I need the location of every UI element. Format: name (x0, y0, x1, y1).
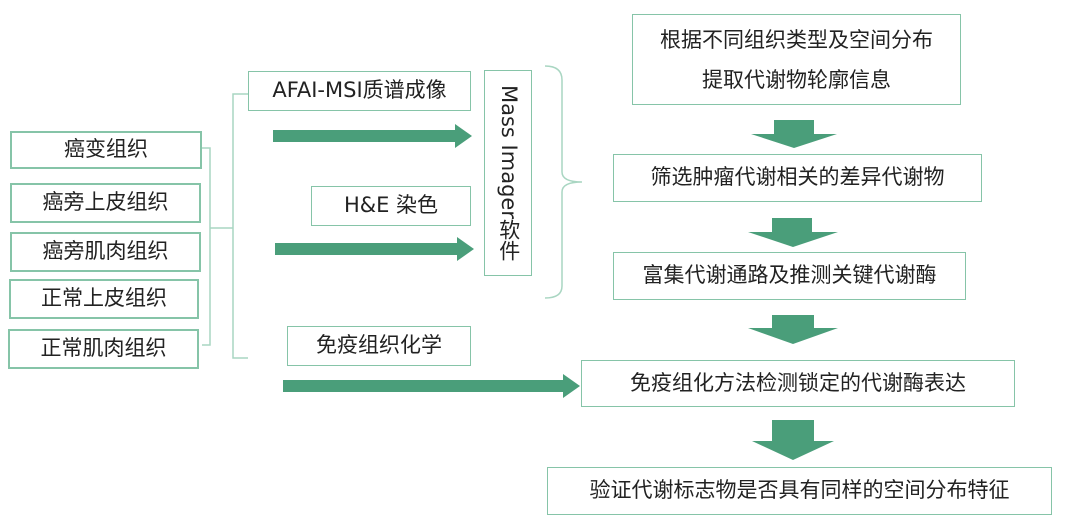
tissue-box-paracancer-muscle: 癌旁肌肉组织 (10, 232, 201, 272)
step5-label: 验证代谢标志物是否具有同样的空间分布特征 (589, 478, 1010, 503)
tissue-box-normal-epithelium: 正常上皮组织 (9, 279, 199, 319)
tissue-label: 正常上皮组织 (41, 286, 167, 311)
tissue-box-normal-muscle: 正常肌肉组织 (8, 329, 199, 369)
method-label: 免疫组织化学 (316, 333, 442, 358)
step1-line1: 根据不同组织类型及空间分布 (660, 27, 933, 52)
arrow-step4-to-step5 (752, 420, 834, 460)
method-box-ihc: 免疫组织化学 (287, 326, 471, 366)
tissue-label: 癌旁上皮组织 (42, 190, 169, 215)
method-label: H&E 染色 (343, 193, 439, 218)
step-box-4: 免疫组化方法检测锁定的代谢酶表达 (581, 360, 1015, 407)
methods-bracket (232, 93, 253, 359)
software-box: Mass Imager软件 (484, 70, 532, 276)
method-box-he: H&E 染色 (311, 186, 471, 226)
step4-label: 免疫组化方法检测锁定的代谢酶表达 (630, 370, 966, 395)
arrow-step3-to-step4 (748, 315, 838, 344)
software-label: Mass Imager软件 (496, 85, 521, 261)
software-brace (544, 65, 583, 299)
step-box-2: 筛选肿瘤代谢相关的差异代谢物 (613, 154, 982, 202)
step-box-1: 根据不同组织类型及空间分布 提取代谢物轮廓信息 (632, 14, 961, 105)
arrow-step1-to-step2 (751, 120, 837, 148)
tissue-label: 癌旁肌肉组织 (42, 239, 169, 264)
step1-line2: 提取代谢物轮廓信息 (702, 67, 891, 92)
step2-label: 筛选肿瘤代谢相关的差异代谢物 (650, 165, 945, 190)
arrow-he-to-software (275, 237, 474, 261)
arrow-ihc-to-step4 (283, 374, 580, 398)
arrow-step2-to-step3 (748, 218, 838, 247)
method-box-msi: AFAI-MSI质谱成像 (248, 71, 471, 111)
tissue-bracket (202, 147, 211, 346)
step3-label: 富集代谢通路及推测关键代谢酶 (642, 263, 937, 288)
tissue-box-cancer: 癌变组织 (10, 131, 202, 169)
tissue-label: 正常肌肉组织 (40, 336, 167, 361)
step-box-5: 验证代谢标志物是否具有同样的空间分布特征 (547, 467, 1052, 515)
method-label: AFAI-MSI质谱成像 (272, 78, 447, 103)
arrow-msi-to-software (273, 124, 472, 148)
tissue-label: 癌变组织 (64, 137, 148, 162)
step-box-3: 富集代谢通路及推测关键代谢酶 (613, 252, 966, 300)
tissue-box-paracancer-epithelium: 癌旁上皮组织 (10, 183, 201, 223)
